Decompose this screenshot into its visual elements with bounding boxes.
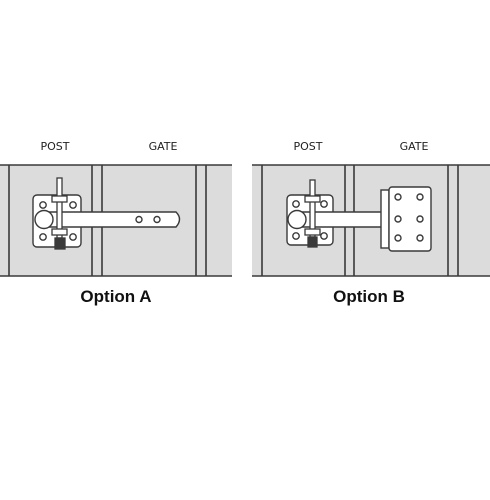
option-b-gate-screw-hole <box>394 193 402 201</box>
option-a-illustration: POST GATE <box>0 140 232 306</box>
option-a-gate-label: GATE <box>149 140 178 153</box>
option-a-drop-pin <box>51 177 68 250</box>
option-b-screw-hole <box>292 200 300 208</box>
option-a-screw-hole <box>69 201 77 209</box>
option-b-screw-hole <box>320 200 328 208</box>
option-b-gate-screw-hole <box>416 193 424 201</box>
option-b-gate-bracket <box>380 186 432 252</box>
option-b-gate-screw-hole <box>416 234 424 242</box>
option-b-latch-bar <box>287 209 385 230</box>
option-b-gate-screw-hole <box>394 234 402 242</box>
option-a-post-label: POST <box>41 140 70 153</box>
option-b-drop-pin <box>304 179 321 248</box>
option-a-caption: Option A <box>80 287 151 306</box>
option-b-illustration: POST GATE <box>252 140 490 306</box>
option-b-post-label: POST <box>294 140 323 153</box>
option-a-bar-hole <box>135 215 143 224</box>
option-a-screw-hole <box>39 201 47 209</box>
option-a-screw-hole <box>39 233 47 241</box>
option-b-gate-screw-hole <box>394 215 402 223</box>
option-a-latch-bar <box>34 209 181 230</box>
option-b-caption: Option B <box>333 287 405 306</box>
option-b-screw-hole <box>320 232 328 240</box>
option-b-screw-hole <box>292 232 300 240</box>
option-b-gate-label: GATE <box>400 140 429 153</box>
option-a-screw-hole <box>69 233 77 241</box>
option-b-gate-screw-hole <box>416 215 424 223</box>
option-a-bar-hole <box>153 215 161 224</box>
